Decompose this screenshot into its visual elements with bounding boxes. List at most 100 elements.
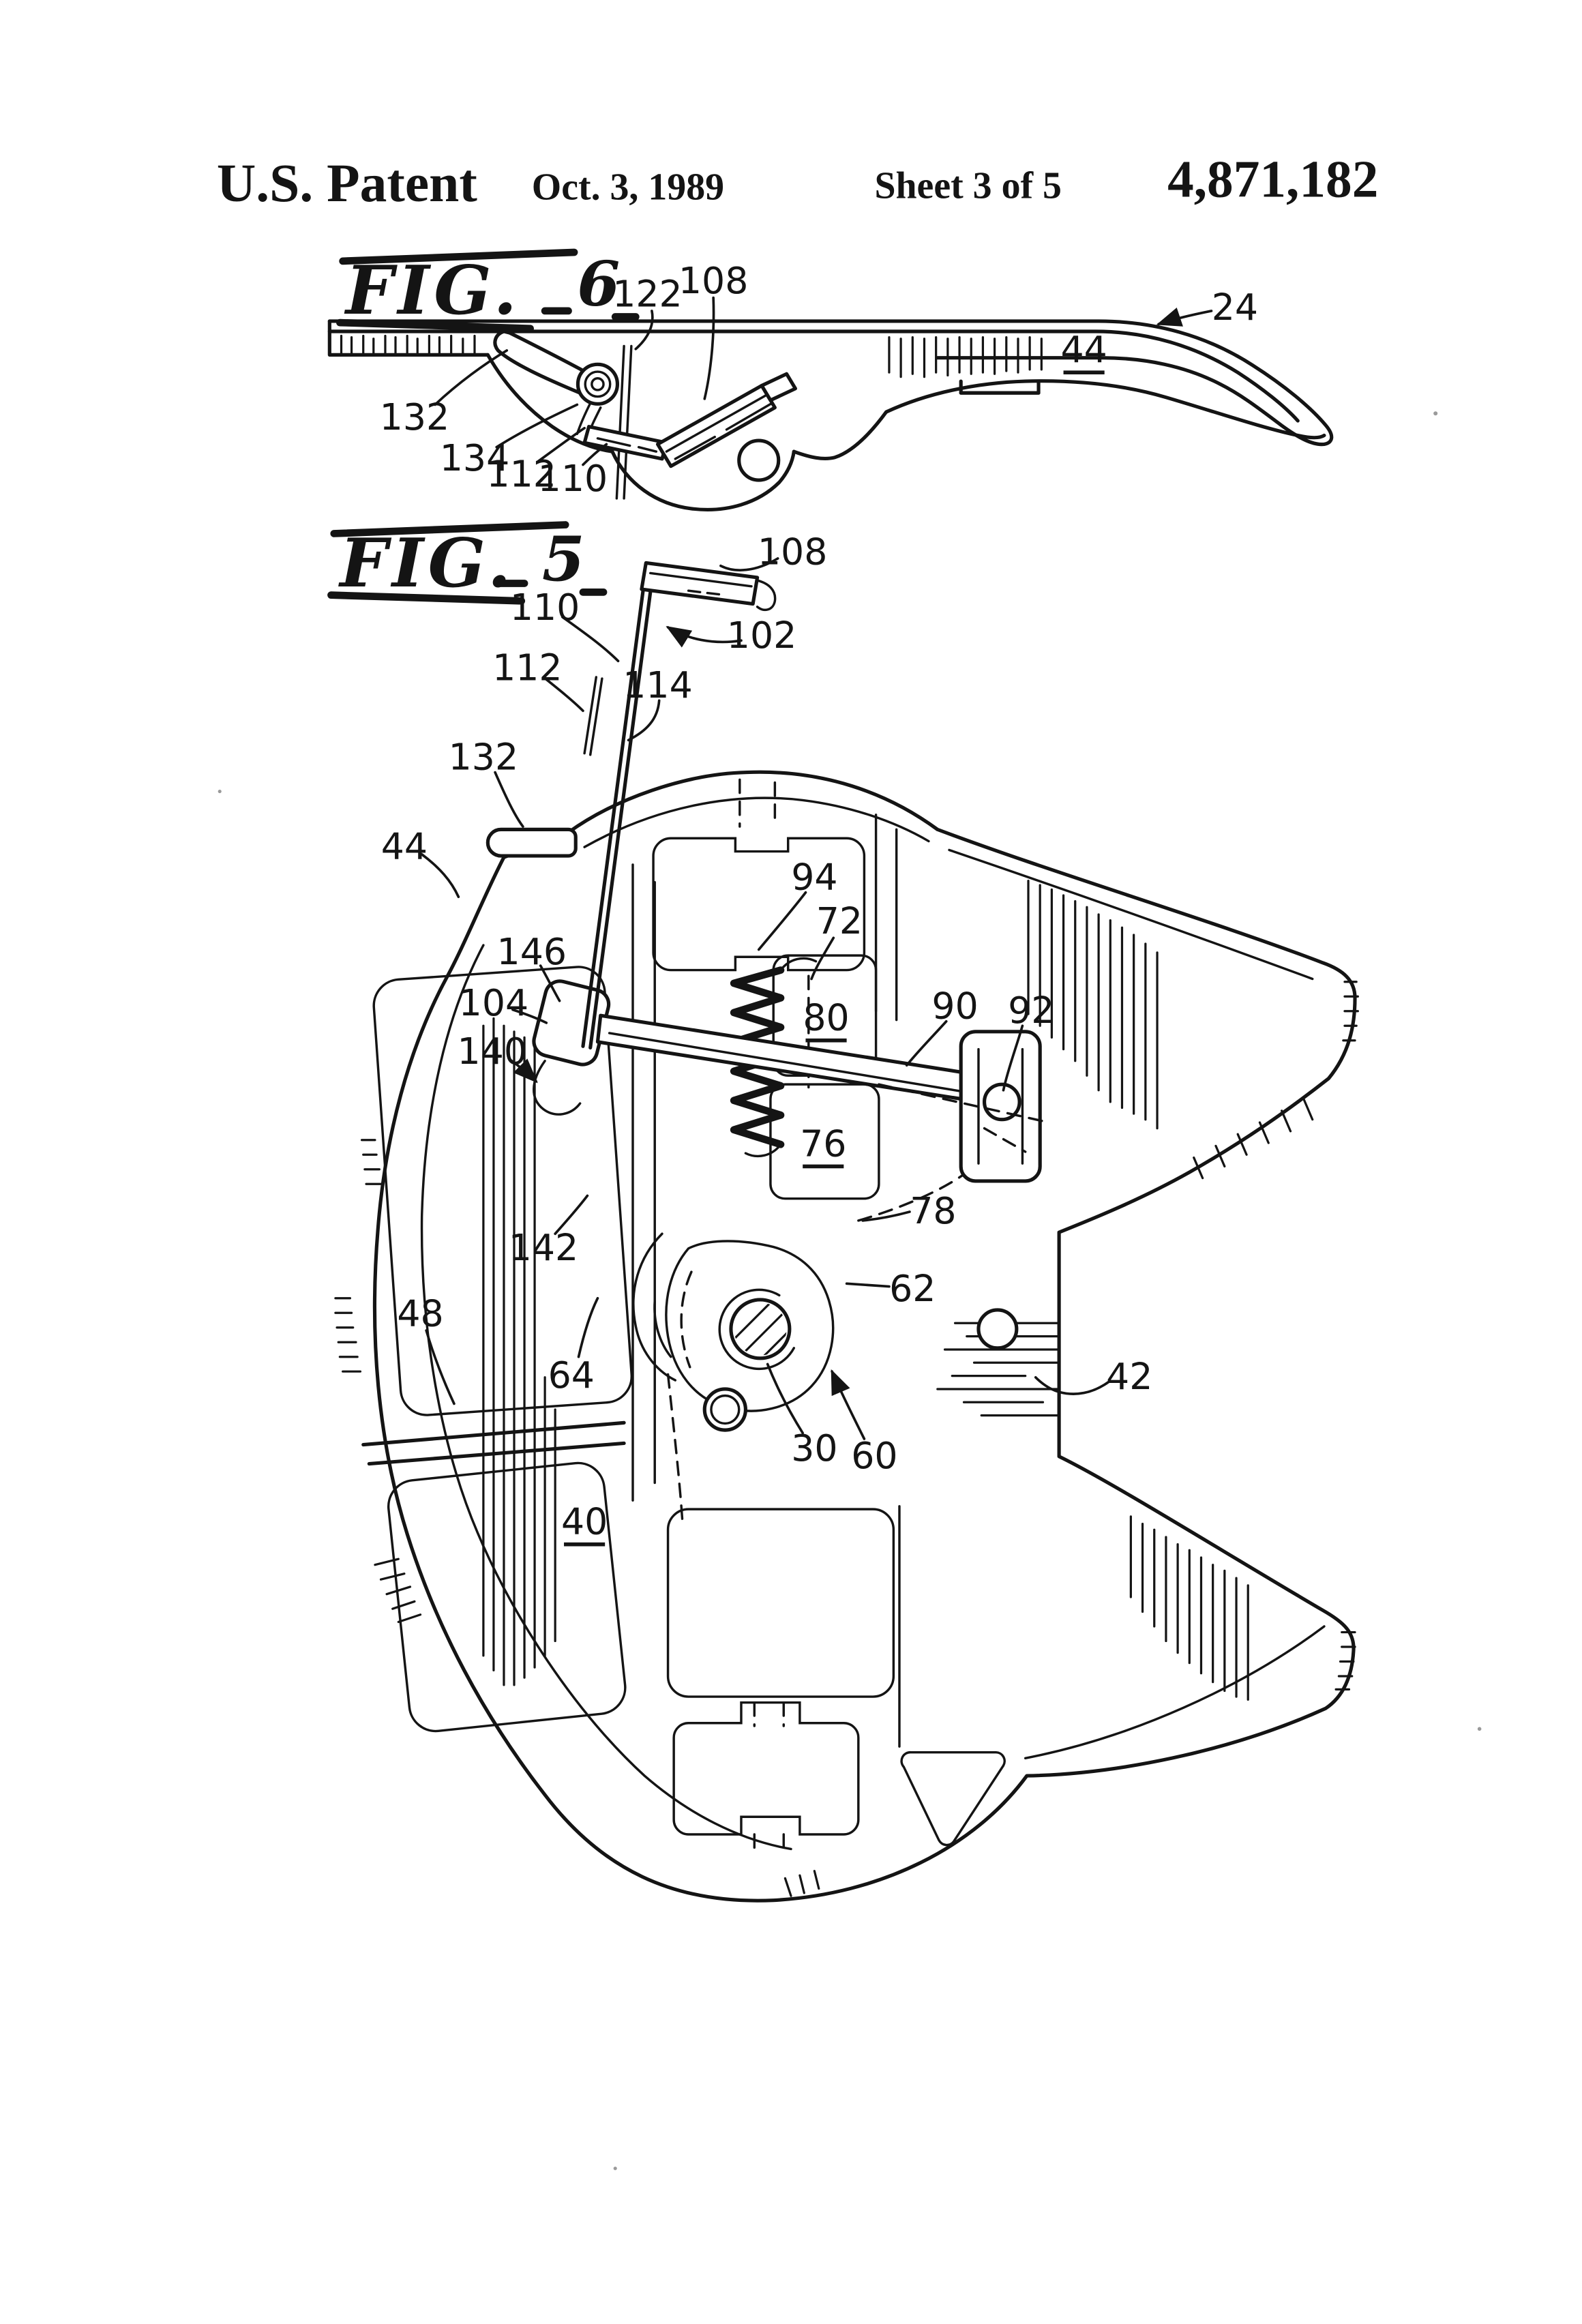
leader-line-122 — [634, 310, 654, 351]
leader-line-132 — [434, 349, 509, 406]
ref-numeral-44: 44 — [1060, 328, 1107, 371]
leader-line-146 — [539, 964, 561, 1002]
ref-numeral-40: 40 — [561, 1500, 608, 1543]
ref-numeral-132: 132 — [380, 396, 449, 438]
ref-numeral-102: 102 — [727, 614, 796, 657]
publication-title: U.S. Patent — [217, 153, 477, 213]
ref-numeral-104: 104 — [459, 981, 528, 1024]
fig5-rim-ticks — [334, 1139, 820, 1897]
leader-line-140 — [508, 1058, 538, 1084]
ref-numeral-42: 42 — [1106, 1355, 1152, 1398]
fig5-caption-number: 5 — [542, 523, 585, 595]
leader-line-64 — [577, 1296, 599, 1358]
fig5-pocket-76 — [769, 1083, 880, 1200]
ref-numeral-72: 72 — [816, 899, 863, 942]
fig5-left-upper-pocket — [372, 966, 633, 1416]
leader-line-48 — [425, 1329, 456, 1405]
ref-numeral-90: 90 — [931, 984, 978, 1027]
ref-numeral-114: 114 — [623, 664, 692, 706]
leader-line-60 — [831, 1369, 866, 1440]
fig5-strip-112 — [583, 676, 598, 755]
leader-line-142 — [554, 1194, 589, 1236]
leader-line-90 — [905, 1019, 948, 1067]
fig5-rim-tab — [486, 827, 578, 858]
leader-line-44 — [420, 853, 460, 899]
fig5-rib-shadow-lines — [482, 1017, 556, 1686]
ref-numeral-142: 142 — [509, 1226, 578, 1269]
leader-line-112 — [542, 676, 584, 713]
ref-numeral-112: 112 — [492, 646, 562, 689]
leader-line-42 — [1034, 1375, 1110, 1395]
fig5-left-lower-pocket — [387, 1461, 627, 1733]
ref-numeral-110: 110 — [538, 457, 608, 500]
fig6-drawing — [327, 319, 1334, 511]
ref-numeral-44: 44 — [381, 824, 428, 867]
ref-numeral-112: 112 — [486, 453, 556, 496]
fig5-drawing — [334, 561, 1359, 1903]
ref-numeral-140: 140 — [458, 1030, 527, 1073]
fig6-release-lever — [493, 329, 594, 395]
fig5-hole-right — [976, 1308, 1019, 1350]
leader-line-30 — [766, 1362, 805, 1435]
fig5-handle-rod — [581, 589, 645, 1048]
ref-numeral-60: 60 — [851, 1434, 897, 1477]
ref-numeral-30: 30 — [791, 1427, 837, 1470]
ref-numeral-146: 146 — [497, 930, 567, 973]
leader-line-94 — [757, 891, 807, 951]
fig5-caption-text: FIG. — [338, 524, 515, 603]
ref-numeral-108: 108 — [678, 259, 748, 302]
fig5-bottom-pocket — [666, 1508, 895, 1698]
leader-line-108 — [719, 557, 779, 571]
sheet-header: U.S. Patent Oct. 3, 1989 Sheet 3 of 5 4,… — [217, 149, 1378, 213]
fig5-cam-plate — [665, 1240, 835, 1412]
leader-line-114 — [627, 699, 661, 742]
fig6-pivot — [576, 362, 620, 406]
leader-line-104 — [511, 1008, 548, 1024]
leader-line-78 — [861, 1210, 911, 1222]
leader-line-102 — [666, 626, 743, 648]
fig6-caption-text: FIG. — [344, 251, 521, 330]
leader-line-72 — [810, 936, 835, 981]
fig5-hook-64 — [632, 1232, 677, 1382]
ref-numeral-94: 94 — [791, 855, 837, 898]
ref-numeral-110: 110 — [510, 586, 580, 629]
ref-numeral-134: 134 — [440, 436, 509, 479]
fig6-caption-number: 6 — [577, 248, 620, 320]
sheet-number: Sheet 3 of 5 — [874, 165, 1062, 207]
leader-line-112 — [536, 426, 586, 464]
fig5-kingpin — [729, 1298, 792, 1360]
fig5-operating-rod — [595, 1013, 1004, 1107]
fig5-plate-outline — [372, 770, 1357, 1903]
fig5-caption: FIG. 5 — [327, 521, 608, 605]
ref-numeral-24: 24 — [1212, 286, 1258, 329]
leader-line-132 — [494, 771, 524, 828]
fig6-pusher-strip — [582, 425, 668, 461]
ref-numeral-76: 76 — [800, 1122, 846, 1165]
leader-line-62 — [845, 1282, 891, 1288]
fig6-jaw-strip — [615, 344, 625, 500]
fig5-prong-shadows — [1027, 879, 1359, 1701]
publication-date: Oct. 3, 1989 — [532, 166, 724, 209]
leader-line-134 — [495, 403, 579, 449]
leader-line-24 — [1156, 308, 1213, 327]
figure-5: FIG. 5 — [327, 521, 1359, 1903]
fig6-hatch-right — [888, 336, 1043, 378]
ref-numeral-62: 62 — [889, 1267, 936, 1310]
ref-numeral-78: 78 — [910, 1189, 956, 1232]
leader-line-110 — [561, 616, 620, 663]
fig5-handle-flag — [640, 561, 760, 606]
patent-number: 4,871,182 — [1167, 149, 1378, 208]
ref-numeral-92: 92 — [1008, 989, 1054, 1032]
fig6-caption: FIG. 6 — [336, 248, 640, 333]
ref-numeral-80: 80 — [803, 996, 849, 1039]
leader-line-110 — [582, 443, 608, 466]
leader-line-108 — [703, 296, 715, 400]
fig6-hatch-left — [340, 334, 476, 356]
ref-numeral-64: 64 — [548, 1354, 595, 1397]
ref-numeral-122: 122 — [612, 272, 682, 315]
fig5-top-pocket — [652, 837, 866, 972]
